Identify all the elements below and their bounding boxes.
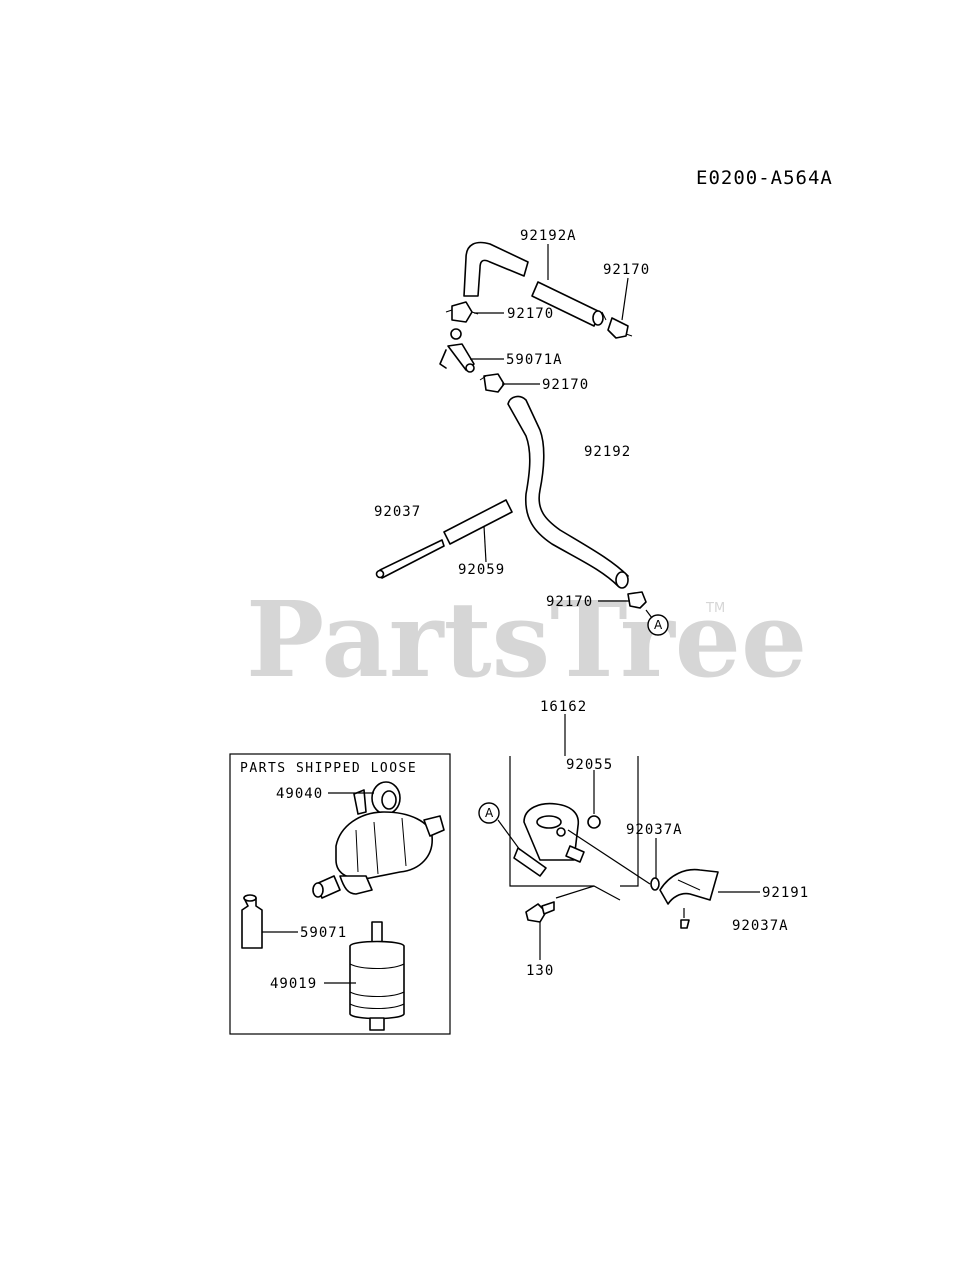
clamp-92170-low[interactable] xyxy=(627,591,647,609)
fuel-pump-49040[interactable] xyxy=(312,781,445,899)
hose-92191[interactable] xyxy=(659,868,719,905)
label-92170-low: 92170 xyxy=(546,594,593,610)
label-59071: 59071 xyxy=(300,925,347,941)
hose-92192A[interactable] xyxy=(463,241,604,327)
fuel-line xyxy=(567,829,651,885)
partstree-watermark: PartsTree TM xyxy=(246,578,807,701)
leader-lines-lower xyxy=(539,770,760,960)
callout-a-lower-text: A xyxy=(485,806,494,820)
label-92037A-lower: 92037A xyxy=(732,918,789,934)
clip-92037A-lower[interactable] xyxy=(680,919,690,929)
oring-92055[interactable] xyxy=(587,815,601,829)
leader-lines-upper xyxy=(470,244,630,602)
label-130: 130 xyxy=(526,963,554,979)
label-92192A: 92192A xyxy=(520,228,577,244)
fitting-59071A[interactable] xyxy=(439,328,475,373)
clamp-92170-upper[interactable] xyxy=(445,301,479,323)
hose-92192[interactable] xyxy=(507,395,629,589)
hose-stub-lower-a[interactable] xyxy=(513,847,547,877)
fitting-59071[interactable] xyxy=(241,894,263,949)
parts-box-title: PARTS SHIPPED LOOSE xyxy=(240,761,417,776)
clamp-92170-mid[interactable] xyxy=(479,373,505,393)
bolt-130[interactable] xyxy=(525,901,555,923)
label-92170-top-right: 92170 xyxy=(603,262,650,278)
label-92191: 92191 xyxy=(762,885,809,901)
fuel-filter-49019[interactable] xyxy=(349,921,405,1031)
label-16162: 16162 xyxy=(540,699,587,715)
parts-shipped-loose-box: PARTS SHIPPED LOOSE 4 xyxy=(229,753,451,1035)
label-92055: 92055 xyxy=(566,757,613,773)
callout-a-upper: A xyxy=(645,609,669,636)
label-92170-mid: 92170 xyxy=(542,377,589,393)
label-92037A-upper: 92037A xyxy=(626,822,683,838)
rod-92037[interactable] xyxy=(375,539,445,579)
fuel-pump-16162[interactable] xyxy=(523,802,585,863)
diagram-code: E0200-A564A xyxy=(696,167,833,189)
clip-92037A-upper[interactable] xyxy=(650,877,660,891)
watermark-trademark: TM xyxy=(705,601,725,616)
bracket-outline xyxy=(509,714,639,901)
label-92170-upper: 92170 xyxy=(507,306,554,322)
callout-a-upper-text: A xyxy=(654,618,663,632)
sleeve-92059[interactable] xyxy=(443,499,513,545)
label-59071A: 59071A xyxy=(506,352,563,368)
callout-a-lower: A xyxy=(478,802,521,851)
label-92037: 92037 xyxy=(374,504,421,520)
label-92192: 92192 xyxy=(584,444,631,460)
label-49040: 49040 xyxy=(276,786,323,802)
label-49019: 49019 xyxy=(270,976,317,992)
label-92059: 92059 xyxy=(458,562,505,578)
watermark-text: PartsTree xyxy=(246,578,807,701)
clamp-92170-top-right[interactable] xyxy=(601,311,633,339)
